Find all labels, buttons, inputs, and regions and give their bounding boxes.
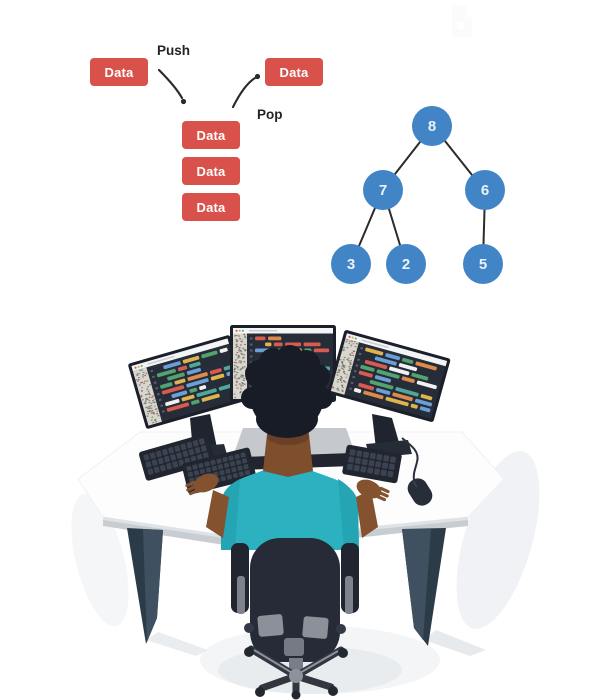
code-minimap [132, 367, 162, 426]
leg-shadow-left [146, 632, 208, 656]
hand-left [185, 473, 219, 496]
lumbar-right [302, 616, 329, 639]
tree-node-root: 8 [412, 106, 452, 146]
desk-shadow-right [456, 451, 540, 629]
chair-knob-left [244, 623, 254, 633]
push-arrow [157, 68, 187, 105]
code-lines [150, 347, 238, 413]
hand-right [356, 479, 390, 502]
minimap-text [331, 339, 358, 393]
forearm-right [356, 490, 378, 538]
push-label: Push [157, 43, 191, 58]
tree-node-left-left: 3 [331, 244, 371, 284]
keys [186, 452, 251, 489]
window-controls [134, 355, 175, 369]
stack-item-middle: Data [182, 157, 240, 185]
tree-node-left: 7 [363, 170, 403, 210]
mouse-cable [401, 437, 419, 481]
titlebar [345, 333, 448, 367]
leg-shadow-right [424, 630, 486, 656]
chair-hub [289, 669, 303, 683]
keys [346, 449, 397, 478]
pop-label: Pop [257, 107, 283, 122]
window-controls [348, 335, 389, 349]
chair-wheels [244, 647, 348, 700]
keys [143, 438, 209, 475]
person [185, 345, 390, 550]
workstation-illustration [71, 325, 540, 700]
shirt [221, 469, 359, 550]
titlebar [131, 338, 230, 372]
chair-knob-right [336, 624, 346, 634]
titlebar [233, 328, 333, 334]
window-controls [235, 329, 277, 332]
monitor-left [128, 335, 248, 429]
office-chair [231, 538, 359, 700]
tree-edges [358, 140, 486, 247]
armrest-right [341, 543, 359, 614]
desk-leg-right-face [402, 529, 431, 640]
monitor-right [327, 330, 451, 422]
stack-item-top: Data [182, 121, 240, 149]
stack-popped-data-box: Data [265, 58, 323, 86]
mouse [407, 478, 433, 506]
tree-node-right-left: 5 [463, 244, 503, 284]
tree-node-right: 6 [465, 170, 505, 210]
armrest-left [231, 543, 249, 614]
desk-leg-left-face [143, 529, 163, 642]
lumbar-center [284, 638, 304, 656]
keyboard-far-left [138, 433, 216, 481]
stack-item-bottom: Data [182, 193, 240, 221]
chair-base-highlight [253, 649, 339, 675]
forearm-left [206, 490, 229, 538]
shirt-shade-right [338, 479, 359, 550]
minimap-text [233, 333, 247, 399]
pop-arrow [231, 73, 261, 109]
desk-shadow-left [71, 493, 129, 627]
stack-incoming-data-box: Data [90, 58, 148, 86]
watermark-shape [452, 6, 472, 37]
tree-node-left-right: 2 [386, 244, 426, 284]
minimap-text [135, 369, 160, 424]
lumbar-left [257, 614, 284, 637]
hair [241, 345, 333, 438]
code-lines [348, 346, 437, 413]
keyboard-right [342, 444, 402, 484]
